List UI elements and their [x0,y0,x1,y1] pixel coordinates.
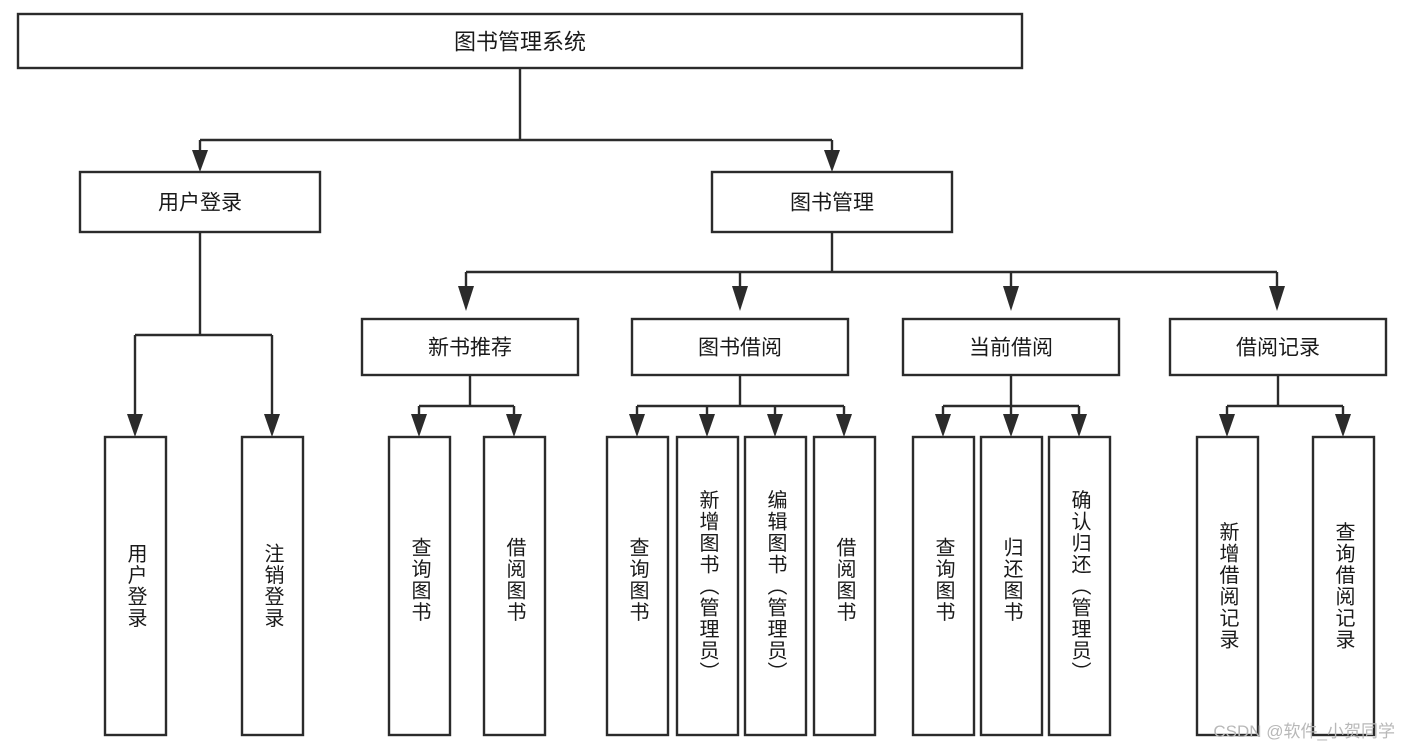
node-leaf11[interactable]: 确认归还（管理员） [1047,435,1112,737]
node-current[interactable]: 当前借阅 [901,317,1121,377]
arrowhead-leaf1 [127,414,143,437]
arrowhead-borrow [732,286,748,311]
connector-layer [127,68,1351,437]
node-root[interactable]: 图书管理系统 [16,12,1024,70]
node-leaf2[interactable]: 注销登录 [240,435,305,737]
node-newbook-box[interactable] [360,317,580,377]
arrowhead-leaf11 [1071,414,1087,437]
node-leaf3-box[interactable] [387,435,452,737]
node-newbook-label: 新书推荐 [428,337,512,360]
arrowhead-leaf4 [506,414,522,437]
node-leaf12-box[interactable] [1195,435,1260,737]
node-leaf5-box[interactable] [605,435,670,737]
arrowhead-bookmgmt [824,150,840,172]
node-leaf11-box[interactable] [1047,435,1112,737]
arrowhead-login [192,150,208,172]
node-current-box[interactable] [901,317,1121,377]
node-leaf9-label: 查询图书 [932,537,955,623]
node-records-box[interactable] [1168,317,1388,377]
node-leaf3-label: 查询图书 [408,537,431,623]
node-login-box[interactable] [78,170,322,234]
node-leaf10-box[interactable] [979,435,1044,737]
node-leaf2-box[interactable] [240,435,305,737]
node-leaf13-box[interactable] [1311,435,1376,737]
arrowhead-newbook [458,286,474,311]
node-bookmgmt[interactable]: 图书管理 [710,170,954,234]
node-leaf6-label: 新增图书（管理员） [696,489,719,683]
node-login-label: 用户登录 [158,192,242,215]
node-leaf7-box[interactable] [743,435,808,737]
node-leaf8-box[interactable] [812,435,877,737]
node-login[interactable]: 用户登录 [78,170,322,234]
node-leaf1[interactable]: 用户登录 [103,435,168,737]
node-records[interactable]: 借阅记录 [1168,317,1388,377]
node-root-label: 图书管理系统 [454,30,586,55]
node-leaf6-box[interactable] [675,435,740,737]
node-bookmgmt-box[interactable] [710,170,954,234]
node-leaf10-label: 归还图书 [1000,537,1023,623]
node-leaf1-label: 用户登录 [124,543,147,629]
arrowhead-current [1003,286,1019,311]
node-leaf1-box[interactable] [103,435,168,737]
node-leaf4-label: 借阅图书 [503,537,526,623]
arrowhead-leaf7 [767,414,783,437]
node-leaf5-label: 查询图书 [626,537,649,623]
node-leaf13-label: 查询借阅记录 [1332,521,1355,650]
arrowhead-leaf6 [699,414,715,437]
node-borrow-label: 图书借阅 [698,337,782,360]
node-leaf6[interactable]: 新增图书（管理员） [675,435,740,737]
node-leaf9-box[interactable] [911,435,976,737]
node-records-label: 借阅记录 [1236,337,1320,360]
node-leaf7-label: 编辑图书（管理员） [764,489,787,683]
arrowhead-leaf10 [1003,414,1019,437]
node-leaf2-label: 注销登录 [261,543,284,629]
node-current-label: 当前借阅 [969,337,1053,360]
node-leaf7[interactable]: 编辑图书（管理员） [743,435,808,737]
arrowhead-leaf5 [629,414,645,437]
node-leaf11-label: 确认归还（管理员） [1068,489,1091,683]
node-leaf3[interactable]: 查询图书 [387,435,452,737]
node-bookmgmt-label: 图书管理 [790,192,874,215]
arrowhead-leaf3 [411,414,427,437]
node-leaf8[interactable]: 借阅图书 [812,435,877,737]
arrowhead-leaf8 [836,414,852,437]
arrowhead-leaf9 [935,414,951,437]
node-leaf5[interactable]: 查询图书 [605,435,670,737]
node-borrow-box[interactable] [630,317,850,377]
node-borrow[interactable]: 图书借阅 [630,317,850,377]
node-leaf12-label: 新增借阅记录 [1216,521,1239,650]
node-newbook[interactable]: 新书推荐 [360,317,580,377]
node-leaf10[interactable]: 归还图书 [979,435,1044,737]
node-root-box[interactable] [16,12,1024,70]
arrowhead-leaf2 [264,414,280,437]
arrowhead-records [1269,286,1285,311]
node-leaf4-box[interactable] [482,435,547,737]
node-leaf4[interactable]: 借阅图书 [482,435,547,737]
arrowhead-leaf13 [1335,414,1351,437]
arrowhead-leaf12 [1219,414,1235,437]
node-leaf12[interactable]: 新增借阅记录 [1195,435,1260,737]
node-leaf9[interactable]: 查询图书 [911,435,976,737]
node-leaf13[interactable]: 查询借阅记录 [1311,435,1376,737]
node-leaf8-label: 借阅图书 [833,537,856,623]
